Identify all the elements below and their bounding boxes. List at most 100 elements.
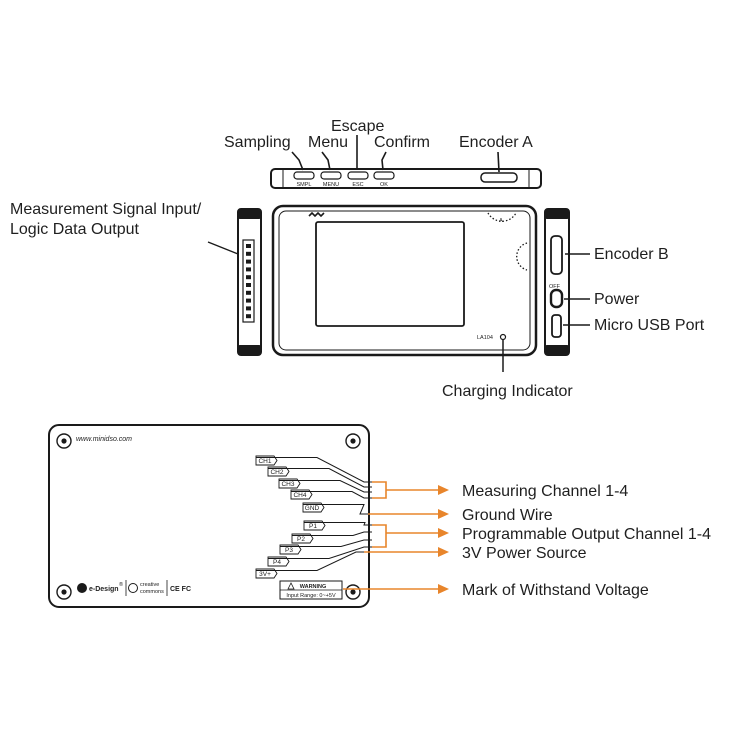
pin-label: P4	[273, 559, 281, 566]
micro-usb-label: Micro USB Port	[594, 317, 705, 334]
brand-logo-icon	[77, 583, 87, 593]
pin-header-contact	[246, 283, 251, 287]
logo-icon	[308, 211, 325, 218]
back-view: www.minidso.com CH1CH2CH3CH4GNDP1P2P3P43…	[48, 424, 711, 608]
encoder-a-label: Encoder A	[459, 134, 533, 151]
pin-wire	[268, 468, 372, 488]
charging-led	[499, 333, 507, 341]
screw-bottom-right	[345, 584, 361, 600]
pin-label-box	[267, 466, 290, 477]
pin-label-box	[302, 502, 325, 513]
pin-header-contact	[246, 314, 251, 319]
pin-wire	[280, 539, 372, 547]
screw-top-left	[56, 433, 72, 449]
warning-title: WARNING	[300, 584, 327, 590]
encoder-b-label: Encoder B	[594, 246, 669, 263]
brand-registered-icon: ®	[119, 581, 123, 588]
pin-label: P3	[285, 547, 293, 554]
pin-label: CH3	[281, 481, 294, 488]
pin-label: CH2	[270, 469, 283, 476]
pin-label: CH4	[293, 492, 306, 499]
pin-label: 3V+	[259, 571, 271, 578]
ground-wire-label: Ground Wire	[462, 507, 553, 524]
pin-label-box	[278, 478, 301, 489]
measuring-channel-label: Measuring Channel 1-4	[462, 483, 628, 500]
programmable-output-label: Programmable Output Channel 1-4	[462, 526, 711, 543]
brand-label: e-Design	[89, 586, 119, 593]
pin-label-box	[255, 455, 278, 466]
back-body	[48, 424, 370, 608]
cc-label-line2: commons	[140, 589, 164, 595]
pin-label-box	[291, 533, 314, 544]
smpl-button[interactable]	[293, 171, 315, 180]
callout-brackets	[343, 481, 449, 594]
website-label: www.minidso.com	[76, 436, 132, 443]
warning-icon	[287, 582, 295, 590]
pin-label-box	[290, 489, 313, 500]
signal-input-label-line2: Logic Data Output	[10, 221, 140, 238]
model-label: LA104	[477, 335, 493, 341]
charging-indicator-label: Charging Indicator	[442, 383, 573, 400]
pin-header-contact	[246, 244, 251, 248]
escape-label: Escape	[331, 118, 384, 135]
power-switch[interactable]	[549, 288, 564, 309]
warning-text: Input Range: 0~+5V	[286, 593, 336, 599]
smpl-button-label: SMPL	[297, 182, 312, 188]
pin-wire	[291, 491, 372, 499]
cc-icon	[128, 583, 138, 593]
sampling-label: Sampling	[224, 134, 291, 151]
encoder-b-dial-icon	[516, 242, 528, 271]
right-side-view: OFF Encoder B Power Micro USB Port	[544, 208, 705, 356]
esc-button[interactable]	[347, 171, 369, 180]
pin-wire	[292, 531, 372, 536]
pin-wire	[256, 457, 372, 483]
withstand-voltage-label: Mark of Withstand Voltage	[462, 582, 649, 599]
menu-label: Menu	[308, 134, 348, 151]
ok-button-label: OK	[380, 182, 388, 188]
pin-wire	[256, 551, 364, 571]
pin-label-box	[267, 556, 290, 567]
pin-label: P1	[309, 523, 317, 530]
encoder-a-knob[interactable]	[480, 172, 518, 183]
menu-button-label: MENU	[323, 182, 339, 188]
pin-label: CH1	[258, 458, 271, 465]
top-view: SMPL MENU ESC OK Escape Sampling Menu Co…	[224, 118, 542, 189]
left-side-view: Measurement Signal Input/ Logic Data Out…	[10, 201, 262, 356]
pin-header-contact	[246, 275, 251, 280]
encoder-a-dial-mark: A	[499, 218, 503, 224]
pin-label-box	[255, 568, 278, 579]
pin-label: P2	[297, 536, 305, 543]
encoder-b-knob[interactable]	[550, 235, 563, 275]
encoder-a-dial-icon	[487, 212, 517, 222]
confirm-label: Confirm	[374, 134, 430, 151]
screw-bottom-left	[56, 584, 72, 600]
pin-wire	[268, 546, 372, 559]
menu-button[interactable]	[320, 171, 342, 180]
micro-usb-port[interactable]	[551, 314, 562, 338]
lcd-screen	[315, 221, 465, 327]
power-off-mark: OFF	[549, 284, 561, 290]
power-label: Power	[594, 291, 640, 308]
front-inner-frame	[278, 210, 531, 351]
pin-header-contact	[246, 251, 251, 256]
pin-wire	[304, 522, 372, 526]
pin-label: GND	[305, 505, 320, 512]
power-source-label: 3V Power Source	[462, 545, 587, 562]
signal-input-label-line1: Measurement Signal Input/	[10, 201, 202, 218]
pin-label-box	[279, 544, 302, 555]
pin-header-contact	[246, 298, 251, 303]
pin-wire	[303, 504, 368, 515]
front-body	[271, 204, 538, 357]
pin-header[interactable]	[242, 239, 255, 323]
pin-label-box	[303, 520, 326, 531]
pin-header-contact	[246, 259, 251, 264]
pin-wire	[279, 480, 372, 493]
ok-button[interactable]	[373, 171, 395, 180]
pin-header-contact	[246, 306, 251, 311]
cc-label-line1: creative	[140, 582, 159, 588]
pin-header-contact	[246, 267, 251, 272]
screw-top-right	[345, 433, 361, 449]
esc-button-label: ESC	[352, 182, 363, 188]
front-view: A LA104 Charging Indicator	[271, 204, 573, 400]
